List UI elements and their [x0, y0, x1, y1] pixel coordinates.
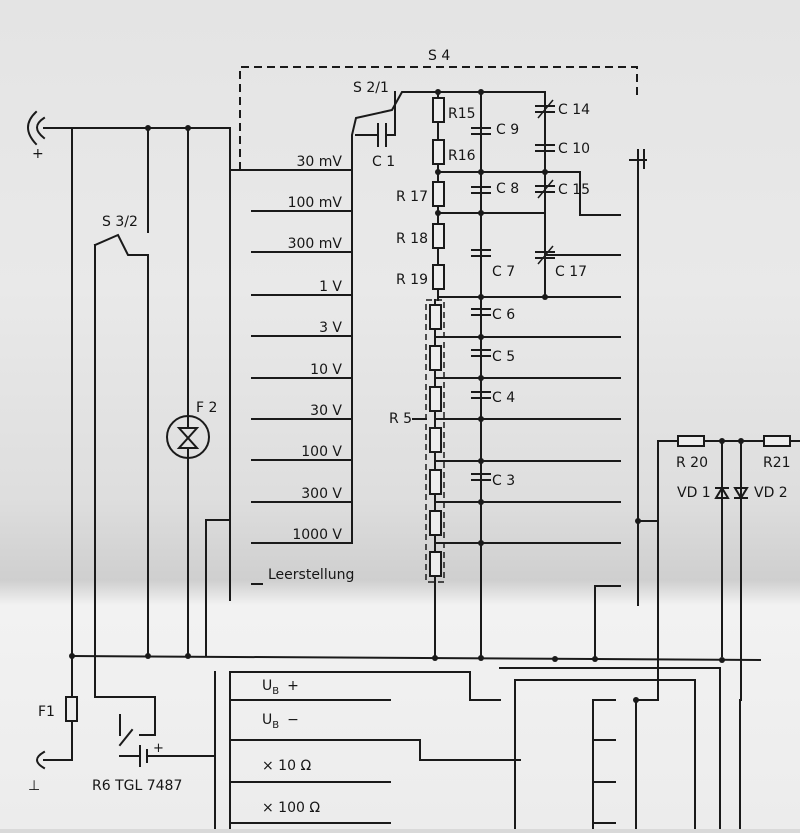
label-c4: C 4 — [492, 390, 515, 406]
ground-connector — [36, 750, 46, 770]
r5-resistor-chain — [429, 304, 442, 577]
resistor-r21 — [763, 435, 791, 447]
resistor-r15 — [432, 97, 445, 123]
range-selector: 30 mV 100 mV 300 mV 1 V 3 V 10 V 30 V 100 V 300 … — [251, 154, 354, 585]
resistor-r18 — [432, 223, 445, 249]
tap-junction-1 — [478, 375, 484, 381]
label-c9: C 9 — [496, 122, 519, 138]
capacitor-c3 — [471, 473, 491, 481]
tap-junction-0 — [478, 334, 484, 340]
label-r16: R16 — [448, 148, 476, 164]
label-s2-1: S 2/1 — [353, 80, 389, 96]
label-leerstellung: Leerstellung — [268, 567, 354, 583]
label-c8: C 8 — [496, 181, 519, 197]
diode-vd1 — [714, 486, 730, 499]
label-c17: C 17 — [555, 264, 587, 280]
range-label-4: 3 V — [319, 320, 342, 336]
resistor-r19 — [432, 264, 445, 290]
tap-junction-4 — [478, 499, 484, 505]
tap-junction-5 — [478, 540, 484, 546]
fuse-f1 — [65, 696, 78, 722]
range-label-1: 100 mV — [288, 195, 343, 211]
label-r19: R 19 — [396, 272, 428, 288]
range-label-0: 30 mV — [297, 154, 343, 170]
label-c7: C 7 — [492, 264, 515, 280]
label-c3: C 3 — [492, 473, 515, 489]
diode-vd2 — [733, 487, 749, 500]
battery-plus: + — [153, 741, 164, 756]
label-c10: C 10 — [558, 141, 590, 157]
label-vd1: VD 1 — [677, 485, 711, 501]
battery-switch — [118, 714, 134, 747]
capacitor-c8 — [471, 186, 491, 194]
range-taps — [434, 334, 621, 546]
label-f1: F1 — [38, 704, 55, 720]
resistor-r17 — [432, 181, 445, 207]
label-c1: C 1 — [372, 154, 395, 170]
label-s3-2: S 3/2 — [102, 214, 138, 230]
label-ub-plus: UB+ — [262, 678, 299, 697]
label-f2: F 2 — [196, 400, 217, 416]
label-x10: × 10 Ω — [262, 758, 311, 774]
tap-junction-2 — [478, 416, 484, 422]
r5-resistor-1 — [429, 345, 442, 371]
label-battery: R6 TGL 7487 — [92, 778, 182, 794]
label-r21: R21 — [763, 455, 791, 471]
label-c5: C 5 — [492, 349, 515, 365]
capacitor-c9 — [471, 127, 491, 135]
s4-enclosure — [239, 66, 638, 170]
label-r15: R15 — [448, 106, 476, 122]
range-label-2: 300 mV — [288, 236, 343, 252]
label-ub-minus: UB− — [262, 712, 299, 731]
capacitor-c6 — [471, 308, 491, 316]
label-c6: C 6 — [492, 307, 515, 323]
common-bus — [70, 654, 762, 662]
range-label-7: 100 V — [301, 444, 342, 460]
range-label-5: 10 V — [310, 362, 342, 378]
range-label-6: 30 V — [310, 403, 342, 419]
resistor-r16 — [432, 139, 445, 165]
label-c14: C 14 — [558, 102, 590, 118]
glow-tube-f2 — [166, 415, 210, 459]
label-vd2: VD 2 — [754, 485, 788, 501]
label-r20: R 20 — [676, 455, 708, 471]
label-r17: R 17 — [396, 189, 428, 205]
r5-resistor-4 — [429, 469, 442, 495]
r5-resistor-6 — [429, 551, 442, 577]
ground-sign: ⊥ — [28, 778, 40, 794]
capacitor-c7 — [471, 249, 491, 257]
r5-resistor-2 — [429, 386, 442, 412]
resistor-r20 — [677, 435, 705, 447]
capacitor-c14 — [535, 99, 555, 119]
label-s4: S 4 — [428, 48, 450, 64]
range-label-8: 300 V — [301, 486, 342, 502]
capacitor-c17 — [535, 245, 555, 265]
range-label-9: 1000 V — [292, 527, 342, 543]
label-x100: × 100 Ω — [262, 800, 320, 816]
range-label-3: 1 V — [319, 279, 342, 295]
plus-sign: + — [32, 146, 44, 162]
label-r18: R 18 — [396, 231, 428, 247]
capacitor-c4 — [471, 391, 491, 399]
r5-resistor-5 — [429, 510, 442, 536]
capacitor-c10 — [535, 144, 555, 152]
switch-s2-1 — [351, 91, 439, 171]
capacitor-c15 — [535, 179, 555, 199]
label-r5: R 5 — [389, 411, 412, 427]
r5-resistor-3 — [429, 427, 442, 453]
label-c15: C 15 — [558, 182, 590, 198]
capacitor-c5 — [471, 349, 491, 357]
tap-junction-3 — [478, 458, 484, 464]
r5-resistor-0 — [429, 304, 442, 330]
switch-s3-2 — [93, 233, 149, 657]
